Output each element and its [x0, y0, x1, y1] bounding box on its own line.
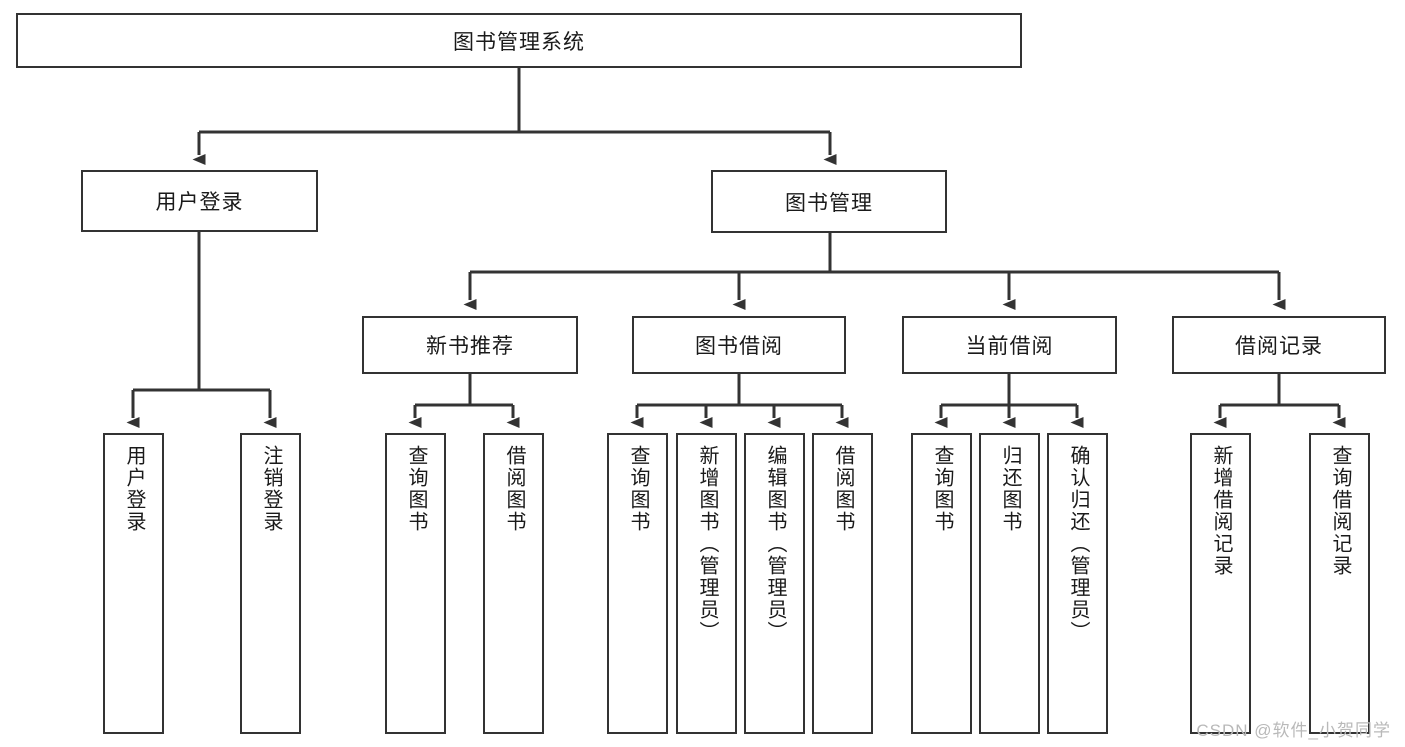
- leaf-book-borrow-add[interactable]: 新增图书（管理员）: [676, 433, 737, 734]
- leaf-book-borrow-query[interactable]: 查询图书: [607, 433, 668, 734]
- leaf-book-borrow-borrow[interactable]: 借阅图书: [812, 433, 873, 734]
- leaf-label: 用户登录: [123, 445, 145, 533]
- leaf-label: 查询借阅记录: [1329, 445, 1351, 577]
- leaf-label: 借阅图书: [503, 445, 525, 533]
- leaf-label: 确认归还（管理员）: [1067, 445, 1089, 643]
- node-current-borrow-label: 当前借阅: [965, 335, 1054, 358]
- node-new-book-recommend[interactable]: 新书推荐: [362, 316, 578, 374]
- leaf-new-book-borrow[interactable]: 借阅图书: [483, 433, 544, 734]
- leaf-user-login-login[interactable]: 用户登录: [103, 433, 164, 734]
- node-book-management-label: 图书管理: [785, 191, 873, 215]
- leaf-label: 注销登录: [260, 445, 282, 533]
- leaf-book-borrow-edit[interactable]: 编辑图书（管理员）: [744, 433, 805, 734]
- node-root[interactable]: 图书管理系统: [16, 13, 1022, 68]
- node-new-book-recommend-label: 新书推荐: [426, 335, 514, 358]
- leaf-label: 编辑图书（管理员）: [764, 445, 786, 643]
- leaf-borrow-record-query[interactable]: 查询借阅记录: [1309, 433, 1370, 734]
- node-book-borrow-label: 图书借阅: [695, 335, 783, 358]
- leaf-user-login-logout[interactable]: 注销登录: [240, 433, 301, 734]
- leaf-current-borrow-return[interactable]: 归还图书: [979, 433, 1040, 734]
- node-current-borrow[interactable]: 当前借阅: [902, 316, 1117, 374]
- node-user-login-label: 用户登录: [155, 191, 244, 214]
- leaf-label: 借阅图书: [832, 445, 854, 533]
- leaf-label: 查询图书: [931, 445, 953, 533]
- node-user-login[interactable]: 用户登录: [81, 170, 318, 232]
- leaf-new-book-query[interactable]: 查询图书: [385, 433, 446, 734]
- leaf-borrow-record-add[interactable]: 新增借阅记录: [1190, 433, 1251, 734]
- leaf-current-borrow-query[interactable]: 查询图书: [911, 433, 972, 734]
- leaf-label: 新增图书（管理员）: [696, 445, 718, 643]
- node-borrow-record[interactable]: 借阅记录: [1172, 316, 1386, 374]
- node-borrow-record-label: 借阅记录: [1235, 335, 1323, 358]
- node-book-borrow[interactable]: 图书借阅: [632, 316, 846, 374]
- leaf-current-borrow-confirm[interactable]: 确认归还（管理员）: [1047, 433, 1108, 734]
- node-root-label: 图书管理系统: [453, 30, 585, 54]
- leaf-label: 查询图书: [405, 445, 427, 533]
- node-book-management[interactable]: 图书管理: [711, 170, 947, 233]
- leaf-label: 新增借阅记录: [1210, 445, 1232, 577]
- leaf-label: 查询图书: [627, 445, 649, 533]
- leaf-label: 归还图书: [999, 445, 1021, 533]
